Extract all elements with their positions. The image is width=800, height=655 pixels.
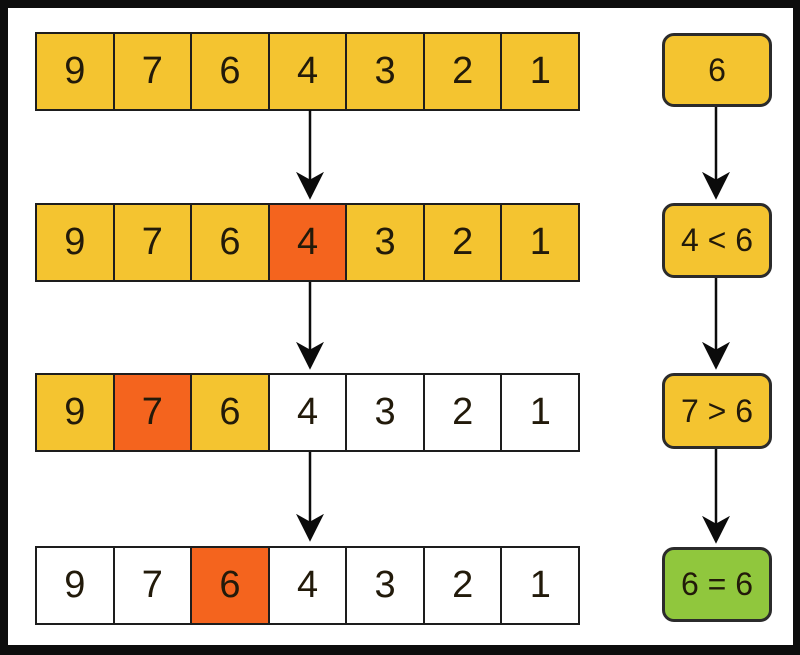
array-cell: 1 (502, 373, 581, 452)
array-cell: 9 (35, 32, 115, 111)
target-value-box: 6 (662, 33, 772, 107)
array-step-3: 9 7 6 4 3 2 1 (35, 373, 581, 452)
array-cell: 4 (269, 32, 348, 111)
array-cell: 7 (114, 546, 193, 625)
array-cell: 9 (35, 203, 115, 282)
array-cell-mid: 7 (114, 373, 193, 452)
array-step-4: 9 7 6 4 3 2 1 (35, 546, 581, 625)
array-cell: 1 (502, 32, 581, 111)
array-cell: 7 (114, 32, 193, 111)
array-cell: 4 (269, 546, 348, 625)
array-cell: 1 (502, 203, 581, 282)
array-cell: 3 (347, 32, 425, 111)
array-cell: 9 (35, 546, 115, 625)
comparison-box: 4 < 6 (662, 203, 772, 278)
array-cell: 4 (269, 373, 348, 452)
array-cell: 2 (424, 203, 503, 282)
array-cell: 3 (347, 203, 425, 282)
array-cell: 3 (347, 373, 425, 452)
array-cell: 1 (502, 546, 581, 625)
array-cell: 6 (192, 203, 270, 282)
array-step-1: 9 7 6 4 3 2 1 (35, 32, 581, 111)
array-cell: 6 (192, 373, 270, 452)
array-step-2: 9 7 6 4 3 2 1 (35, 203, 581, 282)
array-cell: 3 (347, 546, 425, 625)
array-cell-found: 6 (192, 546, 270, 625)
array-cell: 2 (424, 546, 503, 625)
array-cell: 7 (114, 203, 193, 282)
array-cell-mid: 4 (269, 203, 348, 282)
array-cell: 2 (424, 373, 503, 452)
array-cell: 2 (424, 32, 503, 111)
comparison-box: 7 > 6 (662, 373, 772, 449)
diagram-canvas: 9 7 6 4 3 2 1 9 7 6 4 3 2 1 9 7 6 4 3 2 … (8, 8, 793, 645)
match-box: 6 = 6 (662, 547, 772, 622)
array-cell: 6 (192, 32, 270, 111)
array-cell: 9 (35, 373, 115, 452)
